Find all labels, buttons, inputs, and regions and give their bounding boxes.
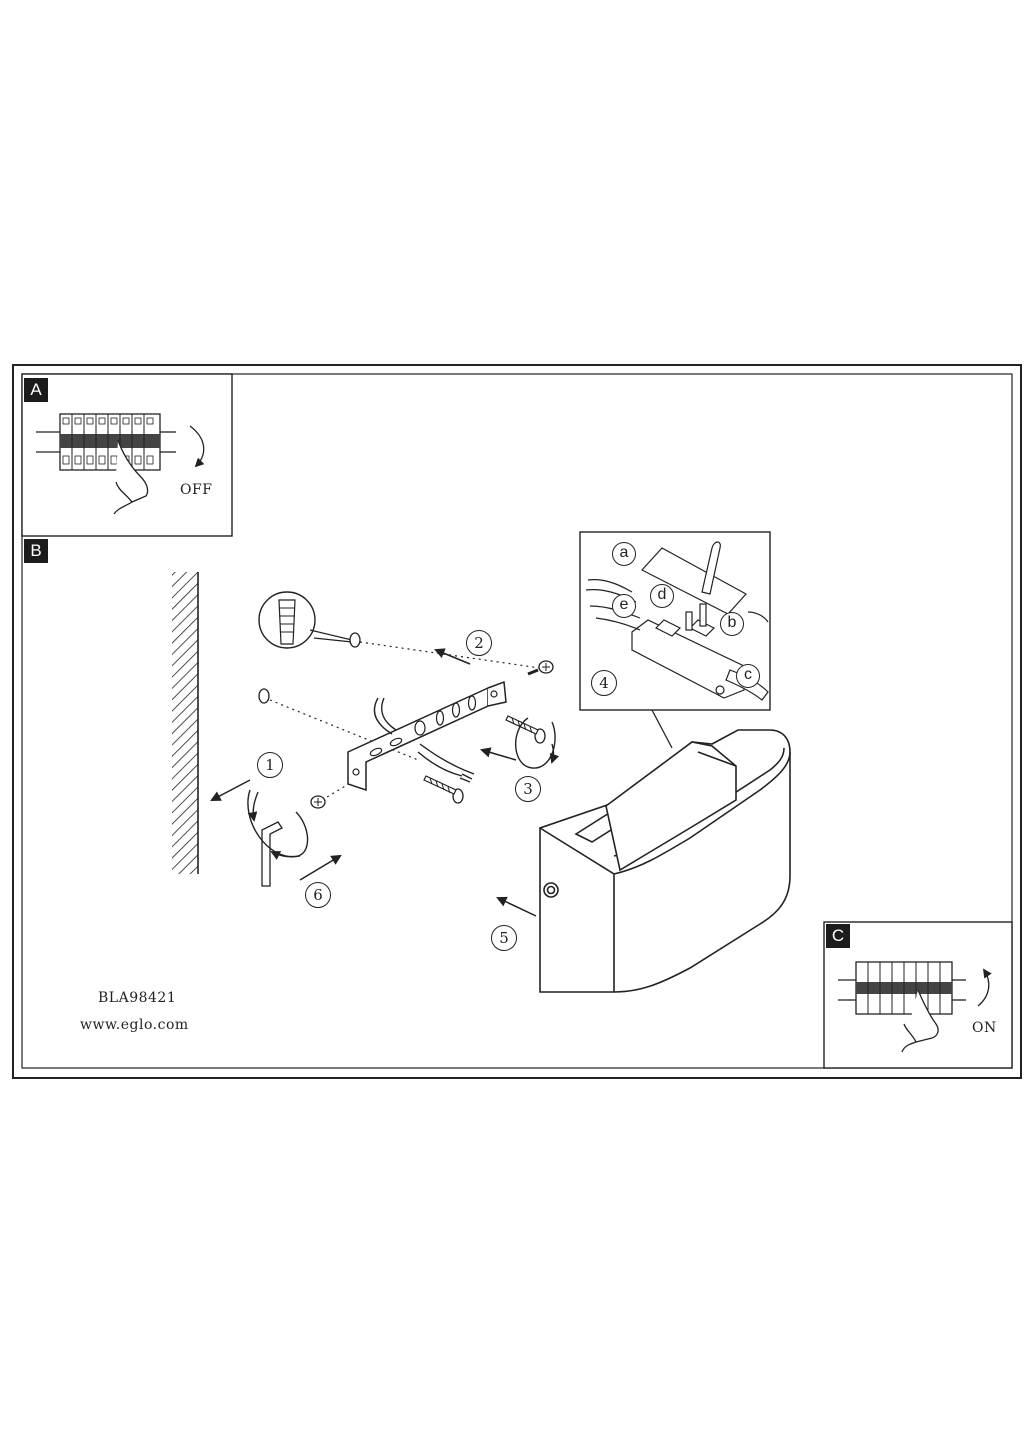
drill-hole-upper (349, 632, 361, 648)
website-url: www.eglo.com (80, 1017, 189, 1033)
wall (172, 572, 199, 874)
wall-screw-upper (505, 715, 546, 744)
mounting-bracket (347, 680, 507, 792)
bracket-screw-right (527, 660, 554, 676)
wire-label: c (736, 664, 760, 688)
panel-tag-a: A (24, 378, 48, 402)
inner-frame (21, 373, 1013, 1069)
mains-cable (373, 697, 475, 783)
step-number: 2 (466, 630, 492, 656)
step-number: 1 (257, 752, 283, 778)
wire-label: a (612, 542, 636, 566)
outer-frame (12, 364, 1022, 1079)
allen-key-icon (261, 821, 283, 887)
detail-leader (651, 709, 673, 749)
rotation-arrows (247, 717, 560, 860)
wall-lamp-body (539, 729, 791, 993)
step-number: 4 (591, 670, 617, 696)
bracket-screw-left (310, 795, 326, 809)
panel-tag-c: C (826, 924, 850, 948)
step-arrows (210, 648, 537, 917)
alignment-lines (269, 641, 541, 801)
step-number: 3 (515, 776, 541, 802)
breaker-panel-on (838, 961, 992, 1053)
drill-hole-lower (258, 688, 270, 704)
step-number: 6 (305, 882, 331, 908)
wall-screw-lower (423, 775, 464, 804)
switch-off-label: OFF (180, 482, 213, 498)
wire-label: b (720, 612, 744, 636)
panel-tag-b: B (24, 539, 48, 563)
switch-on-label: ON (972, 1020, 997, 1036)
model-number: BLA98421 (98, 990, 177, 1006)
wire-label: e (612, 594, 636, 618)
breaker-panel-off (36, 413, 205, 515)
step-number: 5 (491, 925, 517, 951)
wire-label: d (650, 584, 674, 608)
dowel-magnifier (258, 591, 353, 649)
